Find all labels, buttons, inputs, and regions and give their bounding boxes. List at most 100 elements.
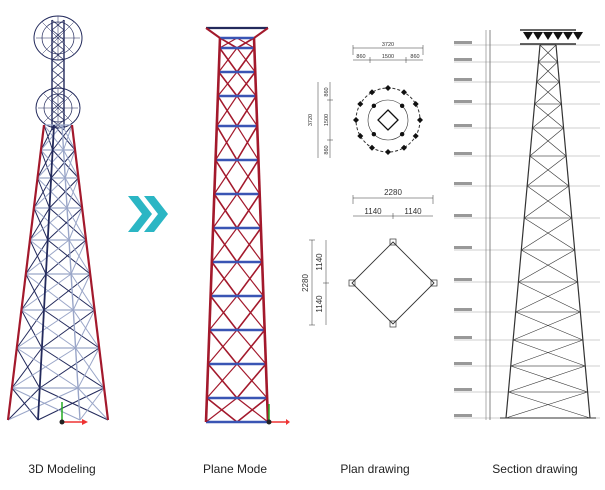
caption-plan-drawing: Plan drawing xyxy=(340,462,410,476)
brace xyxy=(206,363,238,399)
section-brace xyxy=(524,217,575,251)
lattice-brace xyxy=(72,309,100,349)
lattice-brace xyxy=(63,149,79,179)
tower-plane-lattice xyxy=(204,26,270,424)
section-brace xyxy=(524,185,570,219)
level-label-mark xyxy=(454,100,472,103)
lattice-brace xyxy=(68,207,83,241)
lattice-brace xyxy=(16,309,74,349)
base-leg-markers xyxy=(348,238,438,328)
lattice-brace xyxy=(33,177,52,209)
platform-spoke xyxy=(43,107,59,123)
brace xyxy=(236,261,264,297)
platform-spoke xyxy=(57,107,73,123)
tower-3d-lattice xyxy=(6,15,110,421)
brace xyxy=(208,295,238,331)
brace xyxy=(236,295,266,331)
lattice-brace xyxy=(16,347,79,389)
lattice-brace xyxy=(47,207,83,241)
dim-top-seg-b: 1500 xyxy=(382,54,394,60)
axis-triad-icon xyxy=(266,404,290,425)
dim-left-seg-a: 860 xyxy=(324,87,330,96)
section-brace xyxy=(508,391,591,419)
brace xyxy=(207,329,238,365)
platform-spoke xyxy=(43,93,59,109)
lattice-brace xyxy=(75,347,105,389)
lattice-brace xyxy=(50,149,76,179)
inner-node xyxy=(371,103,377,109)
lattice-brace xyxy=(43,124,54,151)
inner-node xyxy=(371,131,377,137)
lattice-leg xyxy=(70,124,110,421)
mast-brace xyxy=(51,69,65,81)
section-lattice xyxy=(454,29,600,420)
lattice-brace xyxy=(52,149,79,179)
section-brace xyxy=(515,311,584,341)
lattice-brace xyxy=(29,207,50,241)
antenna-mount xyxy=(533,32,543,40)
mast-brace xyxy=(51,99,65,111)
lattice-brace xyxy=(11,347,76,389)
mast-brace xyxy=(51,29,65,41)
lattice-brace xyxy=(21,273,47,311)
lattice-brace xyxy=(68,239,91,275)
brace xyxy=(236,37,255,49)
section-brace xyxy=(538,61,560,83)
level-label-mark xyxy=(454,124,472,127)
lattice-brace xyxy=(45,239,87,275)
lattice-brace xyxy=(20,309,43,349)
antenna-mount xyxy=(543,32,553,40)
lattice-brace xyxy=(25,273,45,311)
dim-top-seg-a: 860 xyxy=(356,54,365,60)
brace xyxy=(212,193,238,229)
brace xyxy=(216,95,238,127)
lattice-brace xyxy=(40,124,63,151)
caption-3d-modeling: 3D Modeling xyxy=(28,462,96,476)
lattice-brace xyxy=(75,309,96,349)
platform-spoke xyxy=(57,37,74,54)
lattice-brace xyxy=(11,347,43,389)
lattice-brace xyxy=(25,239,49,275)
lattice-brace xyxy=(40,149,66,179)
dim-base-half-right: 1140 xyxy=(404,207,422,216)
lattice-brace xyxy=(66,177,79,209)
lattice-brace xyxy=(25,273,74,311)
main-leg xyxy=(204,37,222,423)
dim-top-total: 3720 xyxy=(382,42,394,48)
brace xyxy=(236,193,262,229)
platform-node xyxy=(401,144,407,151)
level-label-mark xyxy=(454,308,472,311)
antenna-mount xyxy=(553,32,563,40)
section-brace xyxy=(518,249,575,283)
caption-plane-mode: Plane Mode xyxy=(202,462,268,476)
platform-node xyxy=(412,101,419,107)
antenna-mount xyxy=(523,32,533,40)
lattice-brace xyxy=(33,207,70,241)
platform-node xyxy=(385,149,391,155)
mast-brace xyxy=(51,39,65,51)
lattice-brace xyxy=(11,387,39,421)
lattice-brace xyxy=(37,177,50,209)
lattice-brace xyxy=(29,239,72,275)
lattice-brace xyxy=(70,273,95,311)
platform-node xyxy=(369,144,375,151)
lattice-brace xyxy=(45,273,95,311)
brace xyxy=(236,329,267,365)
level-label-mark xyxy=(454,278,472,281)
mast-brace xyxy=(51,109,65,121)
dim-left-total: 3720 xyxy=(308,114,314,126)
lattice-brace xyxy=(21,273,72,311)
lattice-brace xyxy=(16,347,41,389)
lattice-brace xyxy=(33,207,49,241)
lattice-brace xyxy=(7,387,41,421)
platform-node xyxy=(385,85,391,91)
section-brace xyxy=(536,81,562,105)
section-brace xyxy=(510,365,588,393)
section-brace xyxy=(518,281,581,313)
lattice-brace xyxy=(37,177,68,209)
dim-base-total: 2280 xyxy=(384,188,402,197)
brace xyxy=(236,227,263,263)
antenna-mount xyxy=(573,32,583,40)
leg-marker xyxy=(389,238,397,246)
brace xyxy=(215,125,238,161)
